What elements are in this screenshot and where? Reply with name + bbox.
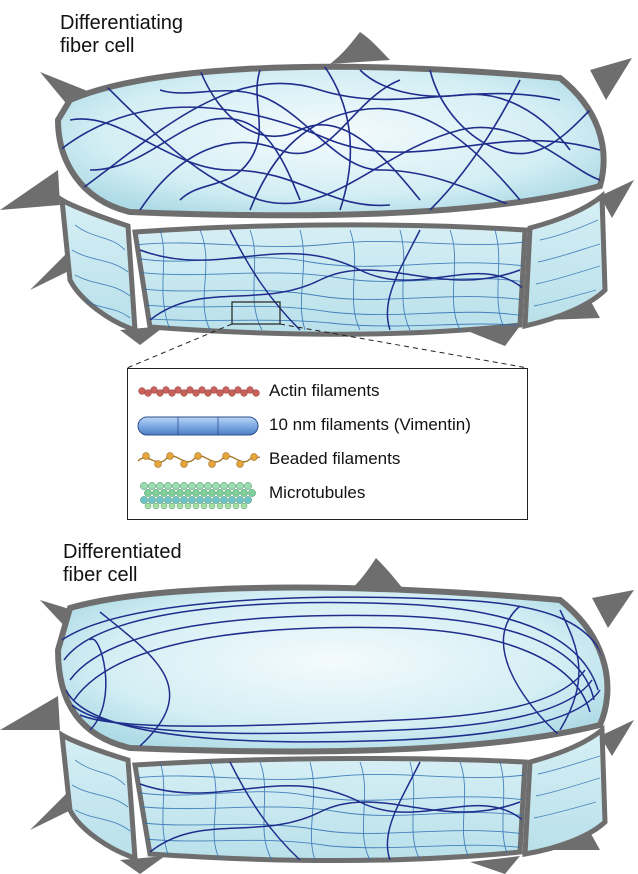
legend-label: 10 nm filaments (Vimentin): [269, 415, 471, 435]
differentiating-cell-caption: Differentiating fiber cell: [60, 12, 183, 58]
vimentin-filament-icon: [136, 411, 262, 441]
legend-item-microtubules: Microtubules: [128, 479, 527, 509]
legend-label: Microtubules: [269, 483, 365, 503]
legend-item-actin: Actin filaments: [128, 377, 527, 407]
differentiated-fiber-cell: [0, 558, 634, 874]
legend-item-beaded: Beaded filaments: [128, 445, 527, 475]
caption-line: Differentiating: [60, 12, 183, 35]
microtubule-icon: [136, 479, 262, 509]
differentiating-fiber-cell: [0, 32, 634, 368]
actin-filament-icon: [136, 377, 262, 407]
filament-legend: Actin filaments 10 nm filaments (Vimenti…: [127, 368, 528, 520]
caption-line: fiber cell: [60, 35, 183, 58]
caption-line: Differentiated: [63, 541, 182, 564]
caption-line: fiber cell: [63, 564, 182, 587]
legend-item-vimentin: 10 nm filaments (Vimentin): [128, 411, 527, 441]
legend-label: Beaded filaments: [269, 449, 400, 469]
differentiated-cell-caption: Differentiated fiber cell: [63, 541, 182, 587]
beaded-filament-icon: [136, 445, 262, 475]
legend-label: Actin filaments: [269, 381, 380, 401]
